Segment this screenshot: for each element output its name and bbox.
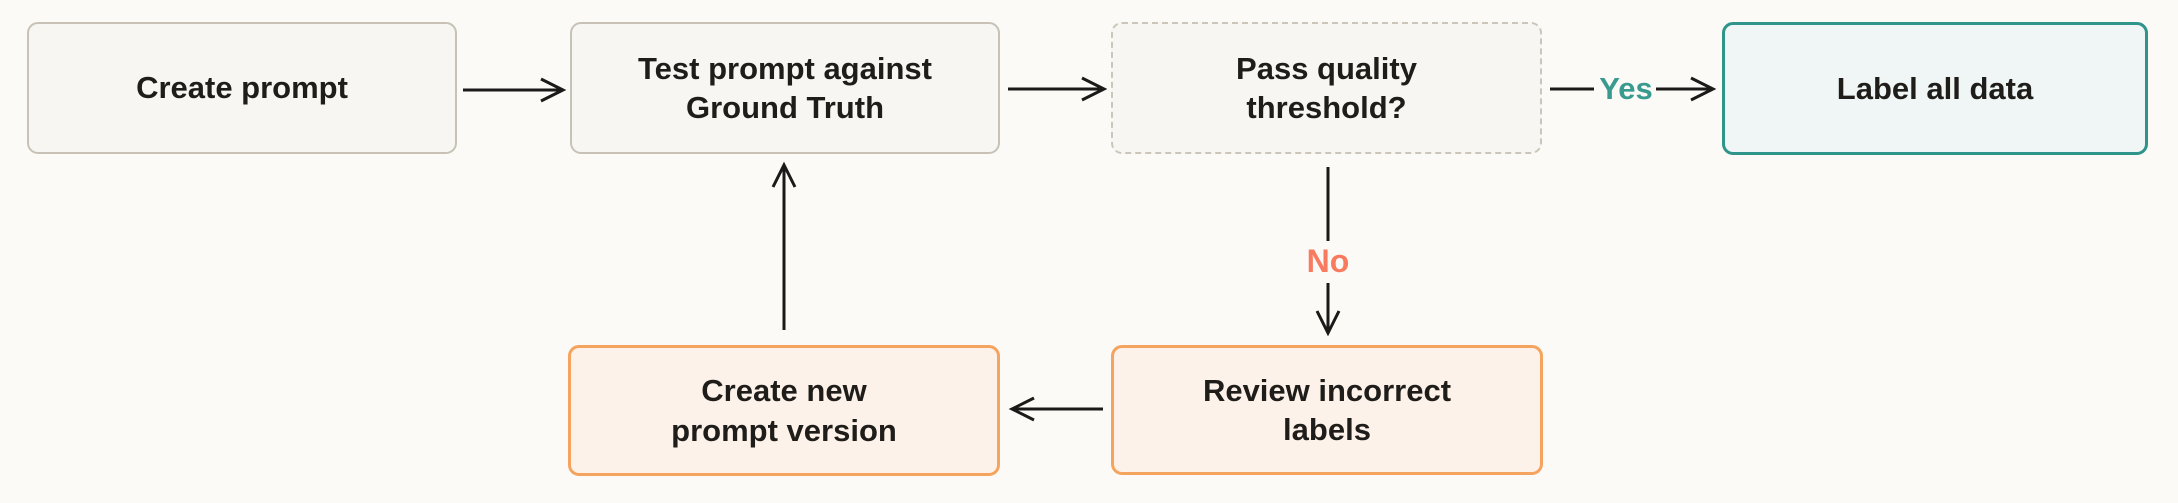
edge-label-no: No: [1306, 243, 1350, 279]
arrow-create-to-test: [463, 77, 567, 103]
node-label-all-data: Label all data: [1722, 22, 2148, 155]
node-review-incorrect-labels: Review incorrect labels: [1111, 345, 1543, 475]
arrow-review-to-newversion: [1008, 396, 1103, 422]
edge-label-yes: Yes: [1599, 71, 1653, 106]
node-create-prompt: Create prompt: [27, 22, 457, 154]
node-create-new-prompt-version: Create new prompt version: [568, 345, 1000, 476]
node-test-prompt-against-ground-truth: Test prompt against Ground Truth: [570, 22, 1000, 154]
arrow-test-to-quality: [1008, 76, 1108, 102]
arrow-newversion-to-test: [771, 161, 797, 330]
node-pass-quality-threshold: Pass quality threshold?: [1111, 22, 1542, 154]
